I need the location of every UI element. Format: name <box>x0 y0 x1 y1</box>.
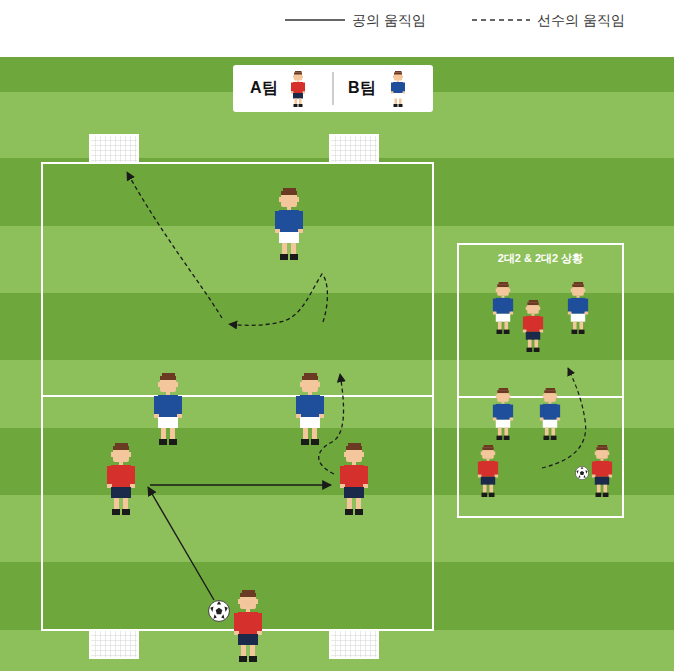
team-icon <box>291 71 305 107</box>
half-line <box>42 395 433 397</box>
grass-band <box>0 158 674 226</box>
red-player <box>523 300 543 352</box>
goal <box>90 135 138 163</box>
area-label: 2대2 & 2대2 상황 <box>459 252 622 266</box>
blue-player <box>493 388 513 440</box>
legend-entry: 공의 움직임 <box>352 11 426 30</box>
field-outline <box>42 163 433 630</box>
blue-player <box>493 282 513 334</box>
red-player <box>478 445 498 497</box>
grass-stripes <box>0 57 674 671</box>
legend-label: 공의 움직임 <box>352 12 426 28</box>
legend-entry: B팀 <box>348 78 376 99</box>
ball-pass <box>150 484 331 485</box>
blue-player <box>296 373 324 445</box>
red-player <box>340 443 368 515</box>
team-legend-box <box>233 65 433 112</box>
player-run <box>229 274 327 325</box>
soccer-ball <box>575 466 588 479</box>
player-run <box>127 172 222 318</box>
blue-player <box>275 188 303 260</box>
player-run <box>319 374 344 474</box>
legend-label: 선수의 움직임 <box>537 12 625 28</box>
blue-player <box>540 388 560 440</box>
grass-band <box>0 360 674 428</box>
legend-label: B팀 <box>348 79 376 96</box>
soccer-ball <box>209 601 230 622</box>
grass-band <box>0 562 674 630</box>
goal <box>90 630 138 658</box>
legend-entry: 선수의 움직임 <box>537 11 625 30</box>
goal <box>330 630 378 658</box>
legend-entry: A팀 <box>250 78 278 99</box>
half-line <box>457 396 624 398</box>
legend-label: A팀 <box>250 79 278 96</box>
blue-player <box>154 373 182 445</box>
blue-player <box>568 282 588 334</box>
ball-pass <box>148 487 214 600</box>
red-player <box>592 445 612 497</box>
grass-band <box>0 495 674 562</box>
legend-line-sample <box>285 19 345 21</box>
legend-dash-sample <box>472 19 530 21</box>
grass-band <box>0 630 674 671</box>
team-icon <box>391 71 405 107</box>
red-player <box>107 443 135 515</box>
red-player <box>234 590 262 662</box>
legend-divider <box>333 72 334 105</box>
drill-area-box: 2대2 & 2대2 상황 <box>457 243 624 518</box>
goal <box>330 135 378 163</box>
grass-band <box>0 226 674 293</box>
